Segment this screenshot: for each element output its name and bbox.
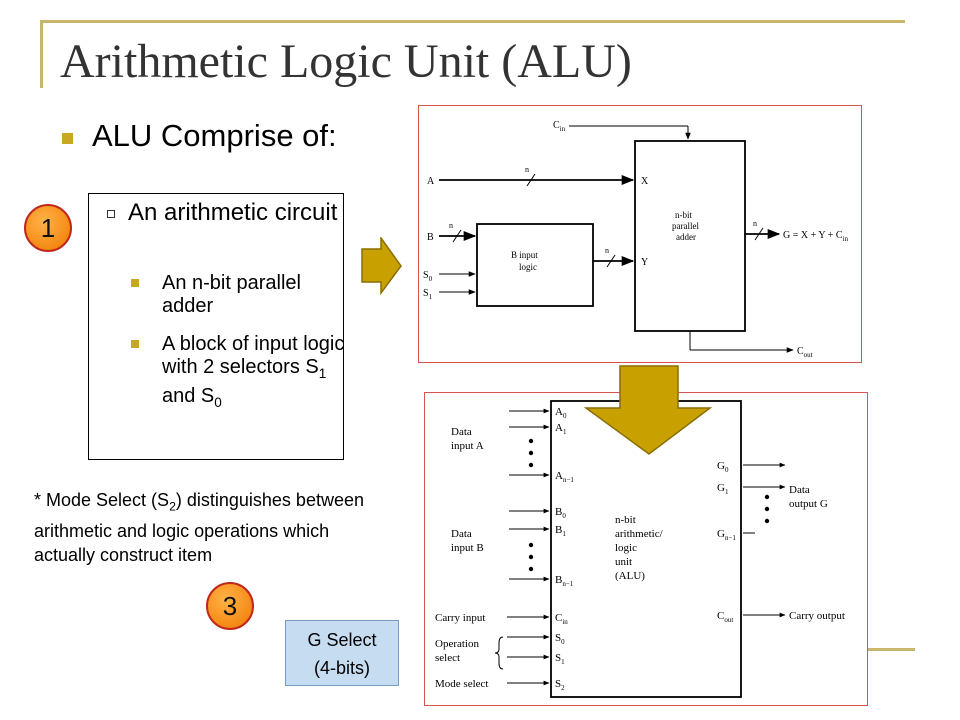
input-pin-label: B1 — [555, 524, 566, 538]
cout-label: Cout — [797, 346, 813, 359]
x-label: X — [641, 176, 649, 187]
adder-label-2: parallel — [672, 221, 699, 231]
alu-label-3: logic — [615, 542, 637, 554]
output-equation: G = X + Y + Cin — [783, 230, 848, 243]
output-pin-label: G1 — [717, 482, 729, 496]
g-select-label: G Select (4-bits) — [285, 620, 399, 686]
bullet-alu-comprise: ALU Comprise of: — [92, 118, 337, 153]
data-output-line1: Data — [789, 484, 810, 496]
bullet-small-square-icon — [131, 279, 139, 287]
b-logic-label-1: B input — [511, 250, 538, 260]
note-text: * Mode Select (S — [34, 490, 170, 510]
g-select-line1: G Select — [307, 630, 377, 650]
g-select-line2: (4-bits) — [313, 658, 370, 678]
bullet-box — [88, 193, 344, 460]
operation-select-line2: select — [435, 652, 460, 664]
adder-label-3: adder — [676, 232, 696, 242]
input-pin-label: An−1 — [555, 470, 574, 484]
b-input-logic-block — [476, 223, 594, 307]
s0-label: S0 — [423, 270, 433, 283]
down-arrow-icon — [583, 365, 713, 455]
brace — [494, 636, 504, 670]
a-label: A — [427, 176, 435, 187]
data-output-line2: output G — [789, 498, 828, 510]
ellipsis-dots-a — [528, 438, 534, 468]
y-label: Y — [641, 257, 648, 268]
adder-diagram: Cin A n X B n S0 S1 B input logic n Y n-… — [418, 105, 862, 363]
bullet-input-logic: A block of input logic with 2 selectors … — [162, 333, 352, 414]
subscript: 0 — [214, 395, 222, 410]
input-pin-label: A0 — [555, 406, 567, 420]
bullet-input-logic-text-end: and S — [162, 385, 215, 407]
right-arrow-icon — [361, 237, 402, 295]
bus-width-label: n — [753, 219, 757, 228]
mode-select-note: * Mode Select (S2) distinguishes between… — [34, 488, 384, 567]
slide-title: Arithmetic Logic Unit (ALU) — [60, 35, 632, 88]
alu-label-2: arithmetic/ — [615, 528, 664, 540]
bullet-small-square-icon — [131, 340, 139, 348]
input-pin-label: A1 — [555, 422, 567, 436]
alu-label-5: (ALU) — [615, 570, 645, 582]
input-pin-label: Bn−1 — [555, 574, 574, 588]
bus-width-label: n — [605, 246, 609, 255]
input-pin-label: S2 — [555, 678, 565, 692]
alu-label-1: n-bit — [615, 514, 636, 526]
b-label: B — [427, 232, 434, 243]
cin-label: Cin — [553, 120, 566, 133]
decorative-top-rule — [40, 20, 905, 23]
bullet-input-logic-text: A block of input logic with 2 selectors … — [162, 333, 345, 378]
ellipsis-dots-g — [764, 494, 770, 524]
data-input-a-line1: Data — [451, 426, 472, 438]
bullet-nbit-adder: An n-bit parallel adder — [162, 272, 301, 317]
note-text-rest: ) distinguishes between arithmetic and l… — [34, 490, 364, 565]
badge-number-three: 3 — [206, 582, 254, 630]
mode-select-label: Mode select — [435, 678, 488, 690]
b-logic-label-2: logic — [519, 262, 537, 272]
subscript: 2 — [169, 499, 176, 514]
output-pin-label: Cout — [717, 610, 733, 624]
alu-label-4: unit — [615, 556, 632, 568]
subscript: 1 — [318, 366, 327, 381]
s1-label: S1 — [423, 288, 433, 301]
output-pin-label: Gn−1 — [717, 528, 736, 542]
hollow-square-bullet-icon — [107, 210, 115, 218]
ellipsis-dots-b — [528, 542, 534, 572]
input-pin-label: S1 — [555, 652, 565, 666]
bus-width-label: n — [449, 221, 453, 230]
decorative-right-rule — [845, 648, 915, 651]
data-input-b-line1: Data — [451, 528, 472, 540]
adder-label-1: n-bit — [675, 210, 692, 220]
badge-number-one: 1 — [24, 204, 72, 252]
carry-output-label: Carry output — [789, 610, 845, 622]
decorative-left-rule — [40, 20, 43, 88]
adder-diagram-svg: Cin A n X B n S0 S1 B input logic n Y n-… — [423, 120, 848, 359]
output-pin-label: G0 — [717, 460, 729, 474]
carry-input-label: Carry input — [435, 612, 485, 624]
data-input-b-line2: input B — [451, 542, 484, 554]
bullet-arithmetic-circuit: An arithmetic circuit — [128, 199, 338, 226]
input-pin-label: S0 — [555, 632, 565, 646]
input-pin-label: B0 — [555, 506, 566, 520]
bus-width-label: n — [525, 165, 529, 174]
data-input-a-line2: input A — [451, 440, 484, 452]
bullet-square-icon — [62, 133, 73, 144]
operation-select-line1: Operation — [435, 638, 479, 650]
input-pin-label: Cin — [555, 612, 568, 626]
